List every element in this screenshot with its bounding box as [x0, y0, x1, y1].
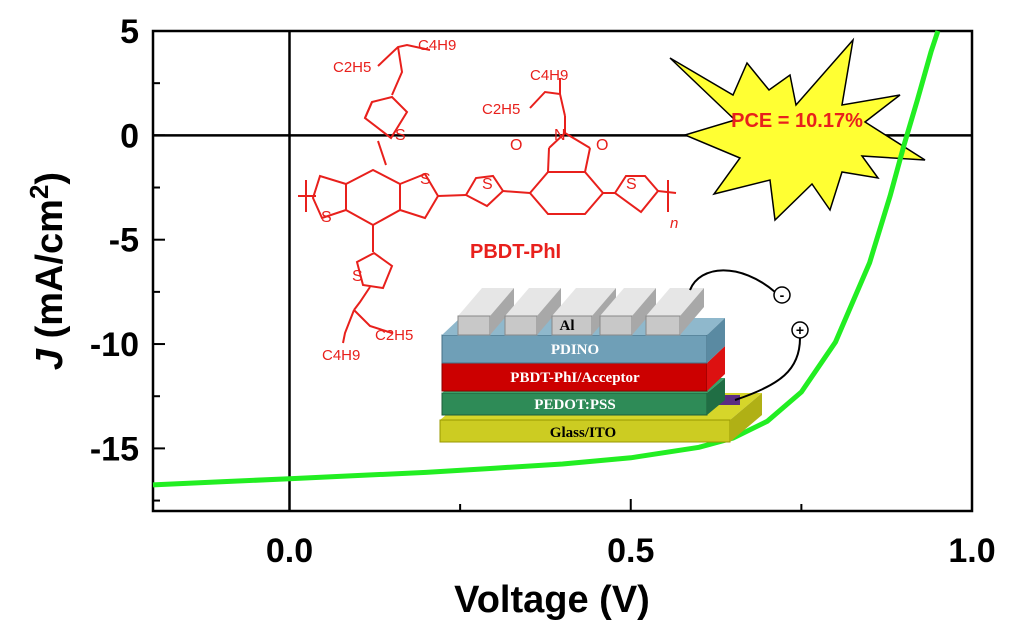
layer-al-electrodes	[457, 288, 704, 336]
x-tick-label: 0.0	[266, 532, 313, 570]
svg-text:C4H9: C4H9	[322, 347, 360, 364]
terminal-negative-icon	[773, 286, 791, 304]
y-tick-label: -15	[90, 430, 139, 468]
terminal-positive-sign: +	[796, 322, 804, 338]
plot-frame	[151, 29, 974, 513]
x-tick-label: 0.5	[607, 532, 654, 570]
layer-al-label: Al	[560, 318, 575, 334]
chemical-structure	[298, 43, 677, 344]
svg-text:O: O	[596, 137, 608, 154]
svg-text:C2H5: C2H5	[333, 59, 371, 76]
y-tick-label: -5	[109, 222, 139, 260]
svg-text:C4H9: C4H9	[530, 67, 568, 84]
svg-text:S: S	[626, 176, 637, 193]
chemical-labels: C2H5 C4H9 S S S S C2H5 C4H9 S S N O O C4…	[321, 37, 678, 364]
y-axis-title-unit: (mA/cm	[29, 199, 71, 349]
svg-text:C2H5: C2H5	[482, 101, 520, 118]
device-stack: Glass/ITO PEDOT:PSS PBDT-PhI/Acceptor PD…	[439, 269, 809, 443]
y-axis-title-close: )	[29, 172, 71, 185]
pce-starburst: PCE = 10.17%	[669, 37, 926, 222]
terminal-positive-icon	[791, 321, 809, 339]
layer-pdino-label: PDINO	[551, 342, 599, 358]
svg-text:O: O	[510, 137, 522, 154]
x-tick-label: 1.0	[948, 532, 995, 570]
layer-pdino	[441, 334, 708, 364]
y-tick-label: -10	[90, 326, 139, 364]
layer-active-label: PBDT-PhI/Acceptor	[510, 370, 640, 386]
axis-ticks	[153, 30, 973, 511]
axis-tick-labels: 0.0 0.5 1.0 5 0 -5 -10 -15	[90, 13, 996, 570]
terminal-negative-sign: -	[780, 287, 785, 303]
svg-text:S: S	[395, 127, 406, 144]
svg-text:N: N	[554, 127, 566, 144]
svg-text:J (mA/cm2): J (mA/cm2)	[24, 172, 71, 370]
y-axis-title-symbol: J	[29, 348, 71, 370]
y-tick-label: 5	[120, 13, 139, 51]
svg-text:n: n	[670, 215, 678, 232]
x-axis-title: Voltage (V)	[454, 579, 650, 621]
svg-text:C4H9: C4H9	[418, 37, 456, 54]
y-axis-title: J (mA/cm2)	[24, 172, 71, 370]
layer-glass-ito-label: Glass/ITO	[550, 425, 616, 441]
y-tick-label: 0	[120, 117, 139, 155]
polymer-name: PBDT-PhI	[470, 241, 561, 263]
svg-text:S: S	[420, 171, 431, 188]
wire-positive	[734, 337, 801, 401]
y-axis-title-superscript: 2	[24, 185, 54, 199]
svg-text:S: S	[321, 209, 332, 226]
wire-negative	[689, 269, 776, 293]
layer-pedot-pss-label: PEDOT:PSS	[534, 397, 615, 413]
pce-label: PCE = 10.17%	[731, 110, 863, 132]
svg-text:S: S	[352, 268, 363, 285]
svg-text:C2H5: C2H5	[375, 327, 413, 344]
svg-text:S: S	[482, 176, 493, 193]
